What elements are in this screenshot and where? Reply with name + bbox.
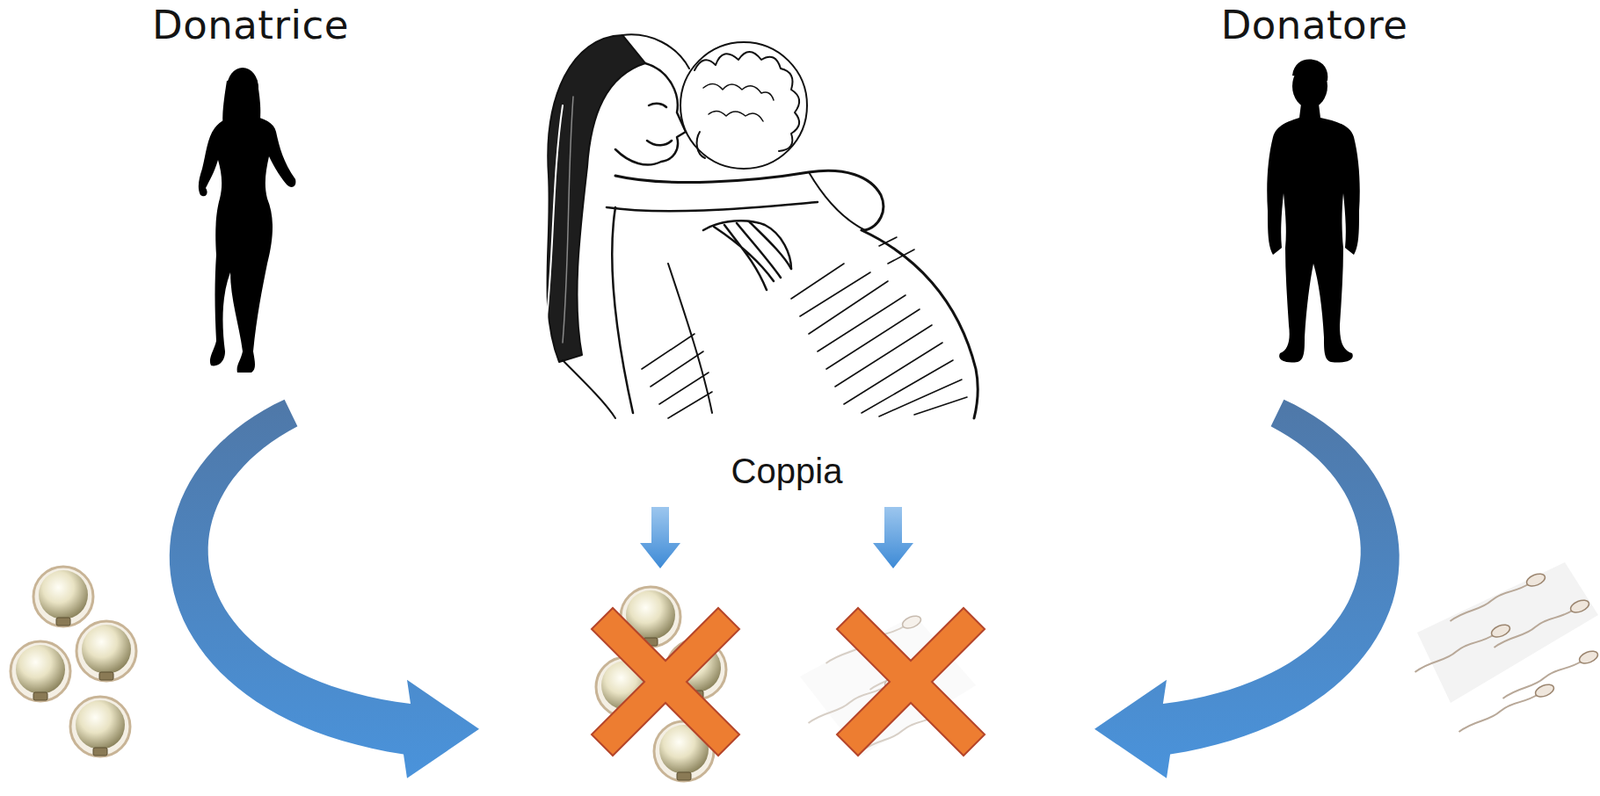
cross-mark: [591, 608, 740, 757]
figure-node: Donatrice: [149, 0, 352, 414]
woman-silhouette: [198, 67, 297, 373]
curved-arrow: [1094, 400, 1400, 779]
figure-node: Donatore: [1221, 0, 1407, 414]
cross-mark: [836, 608, 985, 757]
egg-cells: [10, 567, 137, 757]
figure-node: Coppia: [479, 17, 1095, 796]
node-label: Coppia: [731, 451, 844, 492]
down-arrow: [872, 507, 914, 569]
sperm-cells: [1410, 562, 1600, 733]
curved-arrow: [169, 400, 480, 779]
man-silhouette: [1266, 59, 1360, 364]
node-label: Donatrice: [152, 1, 350, 49]
couple-sketch: [545, 34, 978, 419]
node-label: Donatore: [1221, 1, 1409, 49]
down-arrow: [640, 507, 681, 569]
